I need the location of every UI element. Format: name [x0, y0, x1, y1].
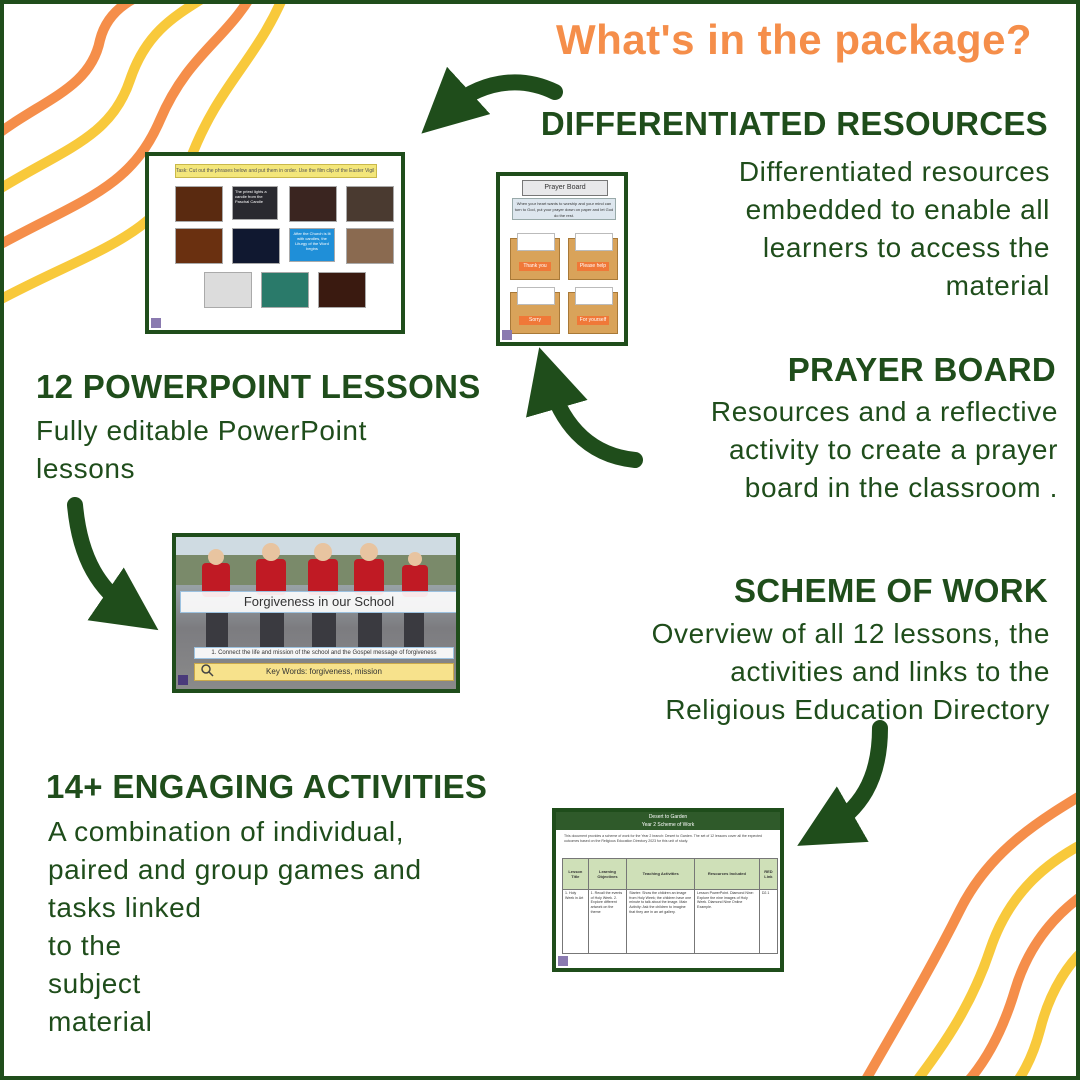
envelope: Thank you	[510, 233, 560, 280]
slide-keywords: Key Words: forgiveness, mission	[194, 663, 454, 681]
differentiated-heading: DIFFERENTIATED RESOURCES	[540, 105, 1048, 142]
powerpoint-thumbnail: Forgiveness in our School 1. Connect the…	[172, 533, 460, 693]
phrase-card: After the Church is lit with candles, th…	[289, 228, 335, 262]
prayer-line: Resources and a reflective	[710, 396, 1058, 427]
scheme-intro: This document provides a scheme of work …	[564, 834, 762, 843]
logo-square	[502, 330, 512, 340]
scheme-table: Lesson Title Learning Objectives Teachin…	[562, 858, 779, 955]
task-instruction: Task: Cut out the phrases below and put …	[175, 164, 377, 178]
prayer-board-thumbnail: Prayer Board When your heart wants to wo…	[496, 172, 628, 346]
arrow-to-ppt	[67, 497, 159, 631]
powerpoint-line: lessons	[36, 453, 136, 484]
phrase-card: The priest lights a candle from the Pasc…	[232, 186, 278, 220]
logo-square	[178, 675, 188, 685]
scheme-line: activities and links to the	[730, 656, 1050, 687]
prayer-heading: PRAYER BOARD	[787, 351, 1056, 388]
table-cell: 1. Recall the events of Holy Week. 2. Ex…	[587, 888, 628, 955]
logo-square	[151, 318, 161, 328]
activities-line: subject	[48, 968, 141, 999]
activities-line: A combination of individual,	[48, 816, 405, 847]
activities-line: tasks linked	[48, 892, 202, 923]
differentiated-text: Differentiated resources embedded to ena…	[739, 153, 1050, 305]
arrow-to-differentiated	[421, 66, 563, 134]
photo	[289, 186, 337, 222]
envelope: Please help	[568, 233, 618, 280]
powerpoint-text: Fully editable PowerPoint lessons	[36, 412, 367, 488]
prayer-text: Resources and a reflective activity to c…	[711, 393, 1058, 507]
photo	[175, 228, 223, 264]
scheme-text: Overview of all 12 lessons, the activiti…	[652, 615, 1050, 729]
card-sort-thumbnail: Task: Cut out the phrases below and put …	[145, 152, 405, 334]
differentiated-line: Differentiated resources	[738, 156, 1050, 187]
activities-text: A combination of individual, paired and …	[48, 813, 422, 1041]
envelope-label: Sorry	[519, 316, 551, 325]
differentiated-line: material	[945, 270, 1050, 301]
arrow-to-prayer-board	[526, 347, 643, 468]
logo-square	[558, 956, 568, 966]
powerpoint-line: Fully editable PowerPoint	[36, 415, 367, 446]
scheme-title: Desert to Garden	[648, 814, 688, 820]
table-row: 1. Holy Week in Art 1. Recall the events…	[562, 888, 779, 955]
photo	[318, 272, 366, 308]
table-cell: D2.1	[758, 888, 779, 955]
powerpoint-heading: 12 POWERPOINT LESSONS	[36, 368, 481, 405]
scheme-thumbnail: Desert to Garden Year 2 Scheme of Work T…	[552, 808, 784, 972]
photo	[232, 228, 280, 264]
table-cell: Lesson PowerPoint. Diamond Nine: Explore…	[694, 888, 760, 955]
photo	[346, 228, 394, 264]
differentiated-line: embedded to enable all	[745, 194, 1050, 225]
arrow-to-scheme	[797, 720, 888, 846]
table-cell: 1. Holy Week in Art	[562, 888, 589, 955]
activities-heading: 14+ ENGAGING ACTIVITIES	[46, 768, 488, 805]
slide-title: Forgiveness in our School	[180, 591, 456, 613]
page-title: What's in the package?	[556, 16, 1033, 63]
activities-line: material	[48, 1006, 153, 1037]
table-cell: Starter: Show the children an image from…	[626, 888, 696, 955]
column-header: Teaching Activities	[626, 858, 696, 890]
children-photo	[176, 537, 456, 647]
envelope: For yourself	[568, 287, 618, 334]
envelope-label: Thank you	[519, 262, 551, 271]
scheme-line: Religious Education Directory	[665, 694, 1050, 725]
prayer-board-title: Prayer Board	[522, 180, 608, 196]
scheme-heading: SCHEME OF WORK	[733, 572, 1048, 609]
envelope-label: Please help	[577, 262, 609, 271]
envelope: Sorry	[510, 287, 560, 334]
photo	[261, 272, 309, 308]
prayer-line: board in the classroom .	[744, 472, 1058, 503]
differentiated-line: learners to access the	[762, 232, 1050, 263]
envelope-label: For yourself	[577, 316, 609, 325]
scheme-subtitle: Year 2 Scheme of Work	[641, 822, 695, 828]
prayer-line: activity to create a prayer	[729, 434, 1058, 465]
activities-line: to the	[48, 930, 122, 961]
prayer-board-note: When your heart wants to worship and you…	[512, 198, 616, 220]
slide-objective: 1. Connect the life and mission of the s…	[194, 647, 454, 659]
scheme-line: Overview of all 12 lessons, the	[651, 618, 1050, 649]
column-header: Resources Included	[694, 858, 760, 890]
photo	[204, 272, 252, 308]
column-header: Lesson Title	[562, 858, 589, 890]
magnifier-icon	[200, 663, 214, 677]
activities-line: paired and group games and	[48, 854, 422, 885]
column-header: RED Link	[758, 858, 779, 890]
scheme-header: Desert to Garden Year 2 Scheme of Work	[556, 812, 780, 830]
photo	[175, 186, 223, 222]
column-header: Learning Objectives	[587, 858, 628, 890]
photo	[346, 186, 394, 222]
table-header-row: Lesson Title Learning Objectives Teachin…	[562, 858, 779, 890]
